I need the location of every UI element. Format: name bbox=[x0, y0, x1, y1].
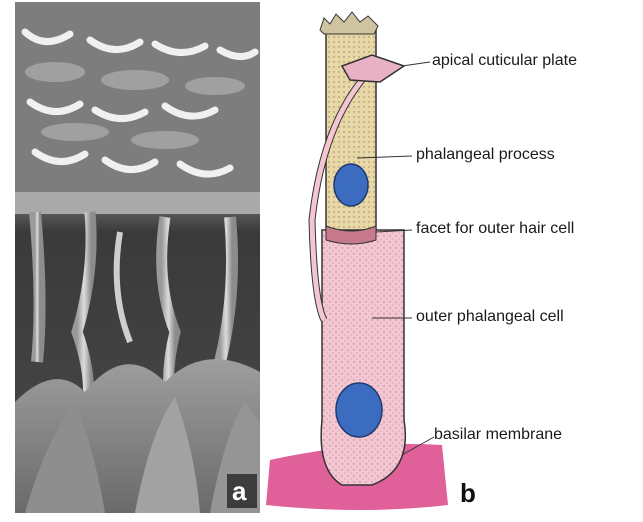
label-apical-cuticular-plate: apical cuticular plate bbox=[432, 52, 577, 70]
illustration-panel-b: apical cuticular plate phalangeal proces… bbox=[262, 0, 643, 517]
label-basilar-membrane: basilar membrane bbox=[434, 426, 562, 444]
micrograph-panel-a: a bbox=[15, 2, 260, 513]
panel-letter-a: a bbox=[232, 476, 246, 507]
label-outer-phalangeal-cell: outer phalangeal cell bbox=[416, 308, 564, 326]
label-phalangeal-process: phalangeal process bbox=[416, 146, 555, 164]
panel-letter-b: b bbox=[460, 478, 476, 509]
sem-micrograph bbox=[15, 2, 260, 513]
label-facet-outer-hair-cell: facet for outer hair cell bbox=[416, 220, 574, 238]
